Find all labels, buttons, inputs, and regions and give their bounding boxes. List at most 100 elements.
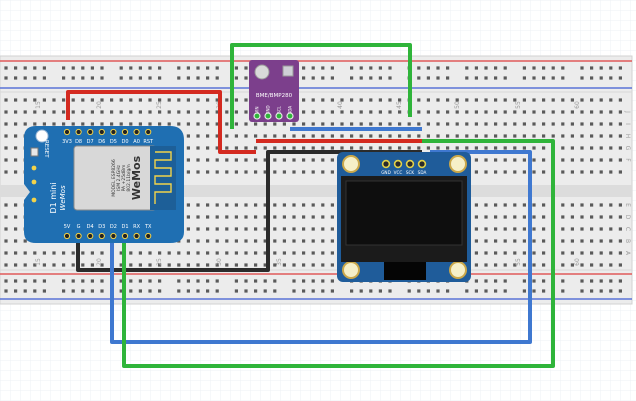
breadboard-hole (186, 263, 190, 267)
breadboard-hole (244, 239, 248, 243)
breadboard-hole (494, 66, 498, 70)
breadboard-column-number: 45 (396, 101, 403, 109)
breadboard-hole (196, 158, 200, 162)
breadboard-hole (494, 239, 498, 243)
breadboard-hole (186, 289, 190, 293)
breadboard-hole (580, 66, 584, 70)
breadboard-hole (407, 122, 411, 126)
breadboard-hole (225, 134, 229, 138)
breadboard-hole (532, 98, 536, 102)
breadboard-hole (148, 251, 152, 255)
breadboard-hole (474, 239, 478, 243)
breadboard-hole (90, 76, 94, 80)
d1-mini-pad (31, 197, 37, 203)
d1-mini-top-pin-label: 3V3 (62, 139, 72, 145)
breadboard-hole (465, 146, 469, 150)
breadboard-hole (90, 110, 94, 114)
breadboard-hole (196, 146, 200, 150)
breadboard-hole (388, 146, 392, 150)
breadboard-hole (590, 227, 594, 231)
breadboard-hole (474, 146, 478, 150)
breadboard-hole (234, 110, 238, 114)
breadboard-hole (23, 263, 27, 267)
breadboard-hole (532, 215, 536, 219)
breadboard-hole (532, 170, 536, 174)
breadboard-hole (503, 158, 507, 162)
breadboard-hole (474, 251, 478, 255)
breadboard-hole (330, 289, 334, 293)
breadboard-hole (254, 215, 258, 219)
breadboard-hole (119, 251, 123, 255)
breadboard-hole (138, 289, 142, 293)
breadboard-hole (90, 66, 94, 70)
breadboard-hole (590, 170, 594, 174)
breadboard-hole (590, 134, 594, 138)
breadboard-hole (215, 122, 219, 126)
breadboard-hole (426, 134, 430, 138)
breadboard-hole (148, 110, 152, 114)
breadboard-hole (426, 66, 430, 70)
breadboard-hole (522, 134, 526, 138)
breadboard-hole (484, 98, 488, 102)
breadboard-hole (4, 251, 8, 255)
breadboard-hole (225, 170, 229, 174)
breadboard-hole (254, 251, 258, 255)
breadboard-hole (62, 98, 66, 102)
breadboard-hole (378, 122, 382, 126)
breadboard-hole (177, 263, 181, 267)
breadboard-hole (436, 146, 440, 150)
breadboard-hole (561, 122, 565, 126)
breadboard-hole (206, 146, 210, 150)
breadboard-hole (321, 215, 325, 219)
breadboard-hole (561, 251, 565, 255)
d1-mini-top-pin (63, 128, 71, 136)
breadboard-hole (522, 98, 526, 102)
breadboard-hole (263, 263, 267, 267)
breadboard-hole (618, 110, 622, 114)
breadboard-hole (388, 134, 392, 138)
breadboard-hole (234, 251, 238, 255)
breadboard-hole (42, 110, 46, 114)
breadboard-hole (494, 251, 498, 255)
breadboard-hole (311, 289, 315, 293)
breadboard-hole (215, 227, 219, 231)
breadboard-hole (330, 215, 334, 219)
breadboard-hole (321, 170, 325, 174)
breadboard-hole (14, 170, 18, 174)
breadboard-row-label: G (624, 146, 631, 151)
breadboard-hole (138, 279, 142, 283)
breadboard-hole (225, 263, 229, 267)
breadboard-hole (436, 134, 440, 138)
breadboard-hole (474, 76, 478, 80)
breadboard-hole (570, 215, 574, 219)
breadboard-hole (388, 76, 392, 80)
breadboard-hole (570, 170, 574, 174)
breadboard-hole (234, 279, 238, 283)
breadboard-hole (522, 239, 526, 243)
breadboard-hole (302, 110, 306, 114)
breadboard-hole (254, 146, 258, 150)
breadboard-hole (14, 134, 18, 138)
esp8266-wifi-text: 802.11b/g/n (126, 164, 132, 191)
breadboard-hole (590, 239, 594, 243)
breadboard-hole (215, 134, 219, 138)
breadboard-hole (542, 289, 546, 293)
breadboard-hole (484, 263, 488, 267)
breadboard-hole (138, 76, 142, 80)
breadboard-hole (542, 239, 546, 243)
breadboard-hole (273, 122, 277, 126)
breadboard-hole (436, 122, 440, 126)
breadboard-hole (398, 98, 402, 102)
breadboard-hole (215, 170, 219, 174)
breadboard-hole (561, 263, 565, 267)
breadboard-hole (292, 289, 296, 293)
breadboard-hole (206, 215, 210, 219)
breadboard-hole (234, 203, 238, 207)
d1-mini-top-pin-label: D8 (75, 139, 82, 145)
breadboard-hole (513, 158, 517, 162)
breadboard-hole (206, 203, 210, 207)
breadboard-hole (513, 215, 517, 219)
oled-screen (345, 180, 463, 246)
d1-mini-mounting-hole (35, 129, 49, 143)
d1-mini-top-pin (98, 128, 105, 136)
